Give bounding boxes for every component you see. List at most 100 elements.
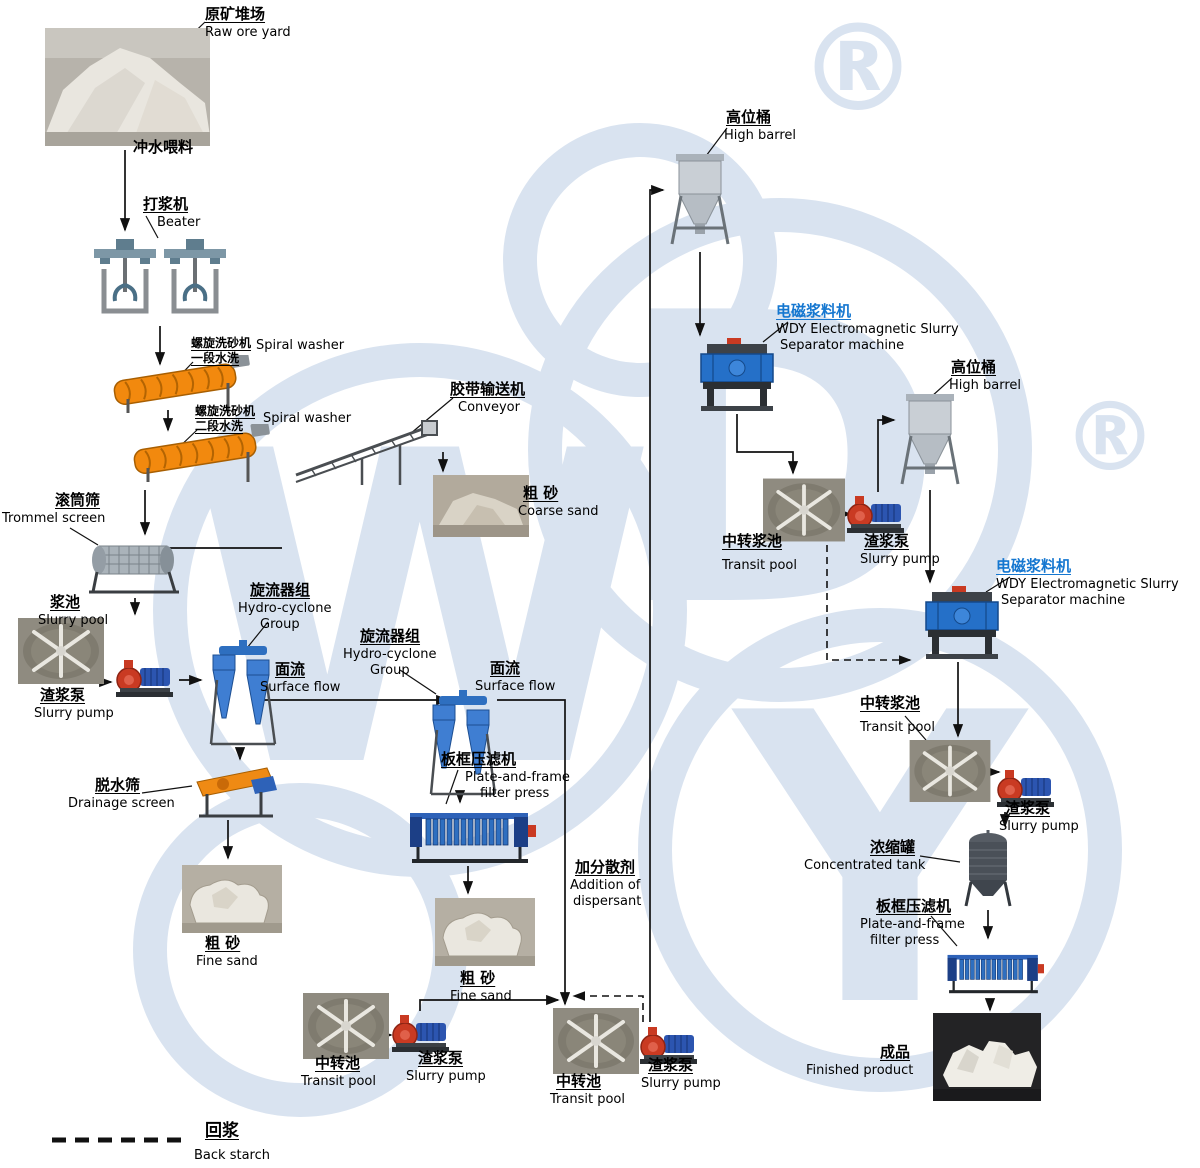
surface-flow-1-label-en: Surface flow: [260, 679, 341, 695]
concentrated-tank-label-zh: 浓缩罐: [870, 838, 916, 856]
spiral-washer-2-label-en: Spiral washer: [263, 411, 351, 428]
separator-1-label-zh: 电磁浆料机: [776, 302, 852, 320]
slurry-pump-r2-label-en: Slurry pump: [999, 818, 1079, 834]
registered-mark-icon: ®: [798, 0, 918, 139]
high-barrel-1-label: 高位桶 High barrel: [724, 108, 796, 144]
spiral-washer-1-label-en-text: Spiral washer: [256, 338, 345, 353]
filter-press-1-label: 板框压滤机 Plate-and-frame filter press: [441, 750, 570, 803]
coarse-sand-label: 粗 砂 Coarse sand: [518, 484, 598, 520]
hydrocyclone-1-label: 旋流器组 Hydro-cyclone Group: [238, 581, 331, 634]
filter-press-icon-2: [946, 942, 1044, 1004]
concentrated-tank-label-en: Concentrated tank: [804, 857, 926, 873]
slurry-pump-icon-1: [114, 658, 176, 706]
spiral-washer-2-label-zh2: 二段水洗: [195, 419, 244, 433]
back-starch-lines: [572, 545, 912, 1022]
slurry-pump-1-label: 渣浆泵 Slurry pump: [34, 686, 114, 722]
slurry-pool-label-en: Slurry pool: [38, 612, 109, 628]
transit-pool-bl-label-zh: 中转池: [315, 1054, 361, 1072]
drainage-screen-icon: [193, 760, 281, 824]
separator-2-label: 电磁浆料机 WDY Electromagnetic Slurry Separat…: [996, 557, 1179, 610]
separator-2-label-zh: 电磁浆料机: [996, 557, 1072, 575]
watermark-letter-d: D: [614, 230, 946, 695]
trommel-label-en: Trommel screen: [2, 510, 106, 526]
separator-1-label-en2: Separator machine: [780, 338, 905, 354]
finished-product-label-zh: 成品: [880, 1043, 911, 1061]
hydrocyclone-2-label-en1: Hydro-cyclone: [343, 646, 437, 662]
trommel-screen-icon: [85, 538, 185, 600]
slurry-pump-1-label-zh: 渣浆泵: [40, 686, 86, 704]
fine-sand-1-label-zh: 粗 砂: [205, 934, 241, 952]
surface-flow-1-label-zh: 面流: [275, 660, 306, 678]
high-barrel-1-label-en: High barrel: [724, 127, 797, 143]
slurry-pump-r1-label-zh: 渣浆泵: [864, 532, 910, 550]
separator-icon-1: [693, 338, 781, 416]
high-barrel-1-label-zh: 高位桶: [726, 108, 772, 126]
trommel-label: 滚筒筛 Trommel screen: [2, 491, 105, 527]
spiral-washer-1-label-en: Spiral washer: [256, 338, 344, 355]
raw-ore-label-en: Raw ore yard: [205, 24, 291, 40]
slurry-pump-1-label-en: Slurry pump: [34, 705, 114, 721]
finished-product-label: 成品 Finished product: [806, 1043, 913, 1079]
spiral-washer-icon-1: [108, 352, 258, 421]
transit-pool-photo-r2: [908, 740, 992, 806]
coarse-sand-photo: [433, 475, 529, 541]
concentrated-tank-label: 浓缩罐 Concentrated tank: [804, 838, 925, 874]
beater-icon: [92, 235, 158, 325]
concentrated-tank-icon: [962, 830, 1014, 912]
slurry-pump-r2-label: 渣浆泵 Slurry pump: [999, 799, 1079, 835]
separator-1-label-en1: WDY Electromagnetic Slurry: [776, 321, 959, 337]
raw-ore-label-zh: 原矿堆场: [205, 5, 266, 23]
fine-sand-2-label: 粗 砂 Fine sand: [450, 969, 512, 1005]
transit-pool-r2-label-en: Transit pool: [860, 719, 935, 735]
coarse-sand-label-zh: 粗 砂: [523, 484, 559, 502]
fine-sand-photo-1: [182, 865, 282, 937]
slurry-pump-icon-bl: [390, 1013, 452, 1061]
separator-2-label-en2: Separator machine: [1001, 593, 1126, 609]
filter-press-2-label-zh: 板框压滤机: [876, 897, 952, 915]
hydrocyclone-1-label-en2: Group: [260, 617, 300, 633]
hydrocyclone-1-label-zh: 旋流器组: [250, 581, 311, 599]
transit-pool-bm-label-en: Transit pool: [550, 1091, 625, 1107]
fine-sand-1-label: 粗 砂 Fine sand: [196, 934, 258, 970]
slurry-pump-bm-label-en: Slurry pump: [641, 1075, 721, 1091]
filter-press-1-label-zh: 板框压滤机: [441, 750, 517, 768]
conveyor-label-zh: 胶带输送机: [450, 380, 526, 398]
transit-pool-r1-label-zh: 中转浆池: [722, 532, 783, 550]
transit-pool-r2-label-zh: 中转浆池: [860, 694, 921, 712]
fine-sand-photo-2: [435, 898, 535, 970]
drainage-screen-label-en: Drainage screen: [68, 795, 175, 811]
hydrocyclone-2-label: 旋流器组 Hydro-cyclone Group: [343, 627, 436, 680]
separator-2-label-en1: WDY Electromagnetic Slurry: [996, 576, 1179, 592]
registered-mark-icon: ®: [1063, 383, 1158, 493]
filter-press-1-label-en2: filter press: [480, 786, 550, 802]
high-barrel-icon-2: [898, 390, 962, 494]
slurry-pump-r1-label: 渣浆泵 Slurry pump: [860, 532, 940, 568]
trommel-label-zh: 滚筒筛: [55, 491, 101, 509]
finished-product-label-en: Finished product: [806, 1062, 914, 1078]
high-barrel-2-label-en: High barrel: [949, 377, 1022, 393]
transit-pool-bl-label: 中转池 Transit pool: [301, 1054, 376, 1090]
separator-icon-2: [918, 586, 1006, 664]
slurry-pump-r1-label-en: Slurry pump: [860, 551, 940, 567]
transit-pool-photo-bm: [553, 1008, 639, 1078]
surface-flow-2-label-en: Surface flow: [475, 678, 556, 694]
transit-pool-r1-label-en: Transit pool: [722, 557, 797, 573]
conveyor-label-en: Conveyor: [458, 399, 520, 415]
feed-label-zh: 冲水喂料: [133, 138, 194, 156]
dispersant-label-zh: 加分散剂: [575, 858, 636, 876]
slurry-pool-photo: [18, 618, 104, 688]
filter-press-2-label: 板框压滤机 Plate-and-frame filter press: [846, 897, 965, 950]
conveyor-label: 胶带输送机 Conveyor: [450, 380, 525, 416]
surface-flow-2-label-zh: 面流: [490, 659, 521, 677]
high-barrel-2-label: 高位桶 High barrel: [949, 358, 1021, 394]
transit-pool-bm-label: 中转池 Transit pool: [550, 1072, 625, 1108]
spiral-washer-2-label-en-text: Spiral washer: [263, 411, 352, 426]
filter-press-1-label-en1: Plate-and-frame: [465, 769, 570, 785]
beater-icon: [162, 235, 228, 325]
legend-label: 回浆 Back starch: [194, 1120, 270, 1165]
hydrocyclone-1-label-en1: Hydro-cyclone: [238, 600, 332, 616]
transit-pool-bl-label-en: Transit pool: [301, 1073, 376, 1089]
transit-pool-bm-label-zh: 中转池: [556, 1072, 602, 1090]
drainage-screen-label-zh: 脱水筛: [95, 776, 141, 794]
